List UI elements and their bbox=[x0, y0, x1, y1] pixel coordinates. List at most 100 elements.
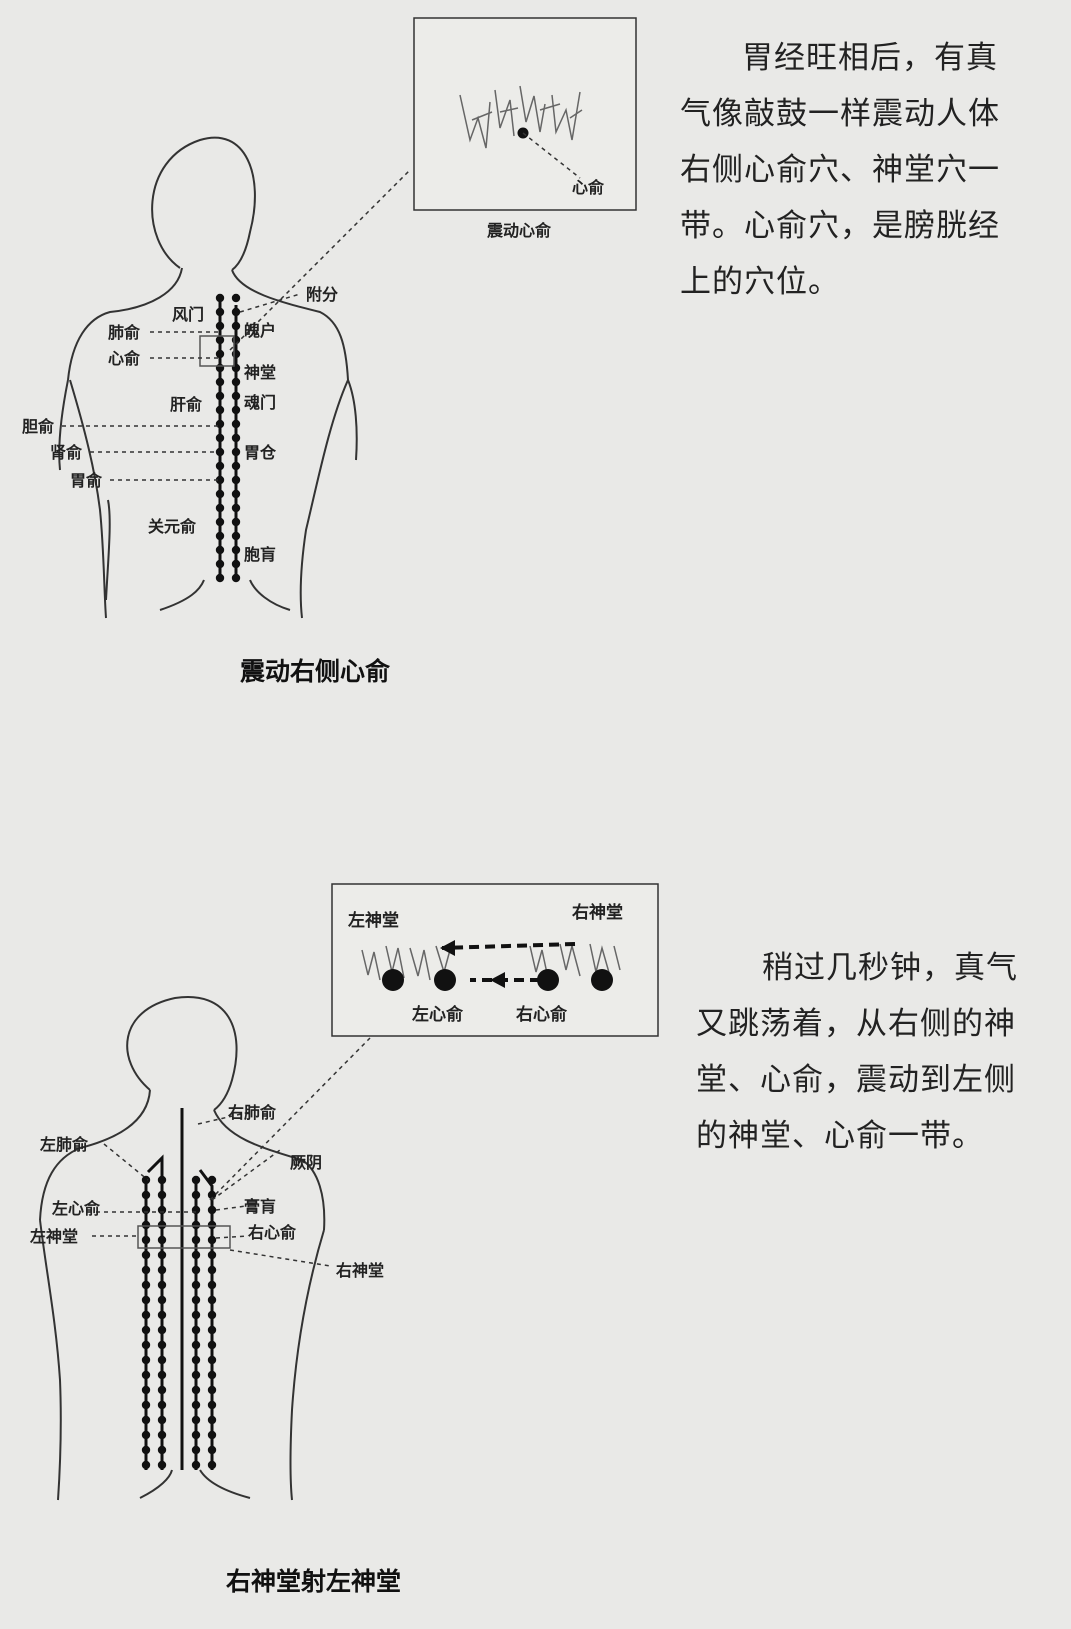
acupoint-dot bbox=[207, 1190, 217, 1200]
label-right-feishu: 右肺俞 bbox=[228, 1103, 277, 1122]
acupoint-dot bbox=[231, 531, 241, 541]
acupoint-dot bbox=[157, 1265, 167, 1275]
acupoint-dot bbox=[231, 349, 241, 359]
acupoint-dot bbox=[215, 531, 225, 541]
acupoint-dot bbox=[157, 1280, 167, 1290]
acupoint-dot bbox=[141, 1310, 151, 1320]
acupoint-dot bbox=[207, 1385, 217, 1395]
label-guanyuanshu: 关元俞 bbox=[148, 517, 197, 536]
acupoint-dot bbox=[215, 433, 225, 443]
acupoint-dot bbox=[215, 349, 225, 359]
acupoint-dot bbox=[157, 1250, 167, 1260]
acupoint-dot bbox=[207, 1280, 217, 1290]
bottom-paragraph: 稍过几秒钟，真气 又跳荡着，从右侧的神 堂、心俞，震动到左侧 的神堂、心俞一带。 bbox=[696, 940, 1018, 1164]
acupoint-dot bbox=[141, 1205, 151, 1215]
top-inset: 心俞 震动心俞 bbox=[413, 17, 637, 240]
acupoint-dot bbox=[231, 405, 241, 415]
top-acupoint-dots bbox=[215, 293, 241, 583]
label-pohu: 魄户 bbox=[244, 321, 276, 340]
acupoint-dot bbox=[231, 321, 241, 331]
top-highlight-box bbox=[199, 335, 235, 367]
bottom-neck-shoulder-left bbox=[39, 1089, 151, 1221]
acupoint-dot bbox=[141, 1250, 151, 1260]
top-inset-title: 震动心俞 bbox=[486, 221, 552, 240]
acupoint-dot bbox=[207, 1175, 217, 1185]
label-fengmen: 风门 bbox=[172, 305, 204, 324]
acupoint-dot bbox=[141, 1385, 151, 1395]
top-back-figure bbox=[58, 136, 358, 619]
acupoint-dot bbox=[191, 1430, 201, 1440]
acupoint-dot bbox=[191, 1400, 201, 1410]
right-xinshu-point bbox=[537, 969, 559, 991]
label-shentang: 神堂 bbox=[244, 363, 276, 382]
acupoint-dot bbox=[157, 1430, 167, 1440]
acupoint-dot bbox=[215, 461, 225, 471]
acupoint-dot bbox=[191, 1445, 201, 1455]
bottom-back-figure bbox=[39, 995, 326, 1501]
label-baohuang: 胞肓 bbox=[243, 545, 276, 564]
acupoint-dot bbox=[207, 1445, 217, 1455]
top-paragraph: 胃经旺相后，有真 气像敲鼓一样震动人体 右侧心俞穴、神堂穴一 带。心俞穴，是膀胱… bbox=[680, 30, 1000, 310]
acupoint-dot bbox=[191, 1175, 201, 1185]
acupoint-dot bbox=[215, 489, 225, 499]
acupoint-dot bbox=[215, 391, 225, 401]
top-neck-shoulder-right bbox=[231, 269, 349, 381]
bottom-inset-box bbox=[331, 883, 659, 1037]
acupoint-dot bbox=[207, 1415, 217, 1425]
acupoint-dot bbox=[231, 419, 241, 429]
label-fufen: 附分 bbox=[306, 285, 338, 304]
bottom-paragraph-line: 堂、心俞，震动到左侧 bbox=[696, 1062, 1016, 1098]
top-leader-lines bbox=[62, 169, 411, 481]
top-inset-xinshu-label: 心俞 bbox=[572, 178, 605, 197]
acupoint-dot bbox=[207, 1220, 217, 1230]
acupoint-dot bbox=[231, 433, 241, 443]
acupoint-dot bbox=[141, 1430, 151, 1440]
bottom-acupoint-dots bbox=[141, 1175, 217, 1470]
acupoint-dot bbox=[231, 545, 241, 555]
acupoint-dot bbox=[141, 1220, 151, 1230]
top-inset-vibration-marks bbox=[459, 85, 583, 149]
acupoint-dot bbox=[157, 1190, 167, 1200]
acupoint-dot bbox=[231, 293, 241, 303]
acupoint-dot bbox=[191, 1280, 201, 1290]
acupoint-dot bbox=[141, 1295, 151, 1305]
top-paragraph-line: 气像敲鼓一样震动人体 bbox=[680, 96, 1000, 132]
bottom-paragraph-line: 稍过几秒钟，真气 bbox=[762, 950, 1018, 986]
label-feishu: 肺俞 bbox=[108, 323, 141, 342]
arrowhead-upper bbox=[440, 940, 455, 956]
acupoint-dot bbox=[191, 1415, 201, 1425]
acupoint-dot bbox=[191, 1190, 201, 1200]
label-inset-right-shentang: 右神堂 bbox=[572, 902, 623, 923]
acupoint-dot bbox=[157, 1175, 167, 1185]
acupoint-dot bbox=[215, 405, 225, 415]
acupoint-dot bbox=[191, 1235, 201, 1245]
label-danshu: 胆俞 bbox=[22, 417, 55, 436]
acupoint-dot bbox=[215, 559, 225, 569]
bottom-inset: 左神堂 右神堂 左心俞 右心俞 bbox=[331, 883, 659, 1037]
acupoint-dot bbox=[207, 1295, 217, 1305]
label-weishu: 胃俞 bbox=[70, 471, 103, 490]
label-left-xinshu: 左心俞 bbox=[51, 1199, 101, 1218]
acupoint-dot bbox=[191, 1220, 201, 1230]
acupoint-dot bbox=[141, 1415, 151, 1425]
bottom-paragraph-line: 的神堂、心俞一带。 bbox=[696, 1118, 984, 1154]
bottom-meridian-lines bbox=[144, 1108, 214, 1470]
acupoint-dot bbox=[157, 1370, 167, 1380]
acupoint-dot bbox=[215, 377, 225, 387]
acupoint-dot bbox=[231, 559, 241, 569]
acupoint-dot bbox=[207, 1235, 217, 1245]
acupoint-dot bbox=[191, 1355, 201, 1365]
acupoint-dot bbox=[207, 1355, 217, 1365]
acupoint-dot bbox=[157, 1295, 167, 1305]
acupoint-dot bbox=[141, 1445, 151, 1455]
top-arm-left bbox=[58, 379, 69, 471]
top-torso-left bbox=[69, 379, 107, 619]
acupoint-dot bbox=[141, 1280, 151, 1290]
acupoint-dot bbox=[207, 1340, 217, 1350]
acupoint-dot bbox=[141, 1460, 151, 1470]
top-waist-left bbox=[105, 499, 111, 601]
label-ganshu: 肝俞 bbox=[170, 395, 203, 414]
acupoint-dot bbox=[191, 1340, 201, 1350]
label-gaohuang: 膏肓 bbox=[244, 1197, 276, 1216]
